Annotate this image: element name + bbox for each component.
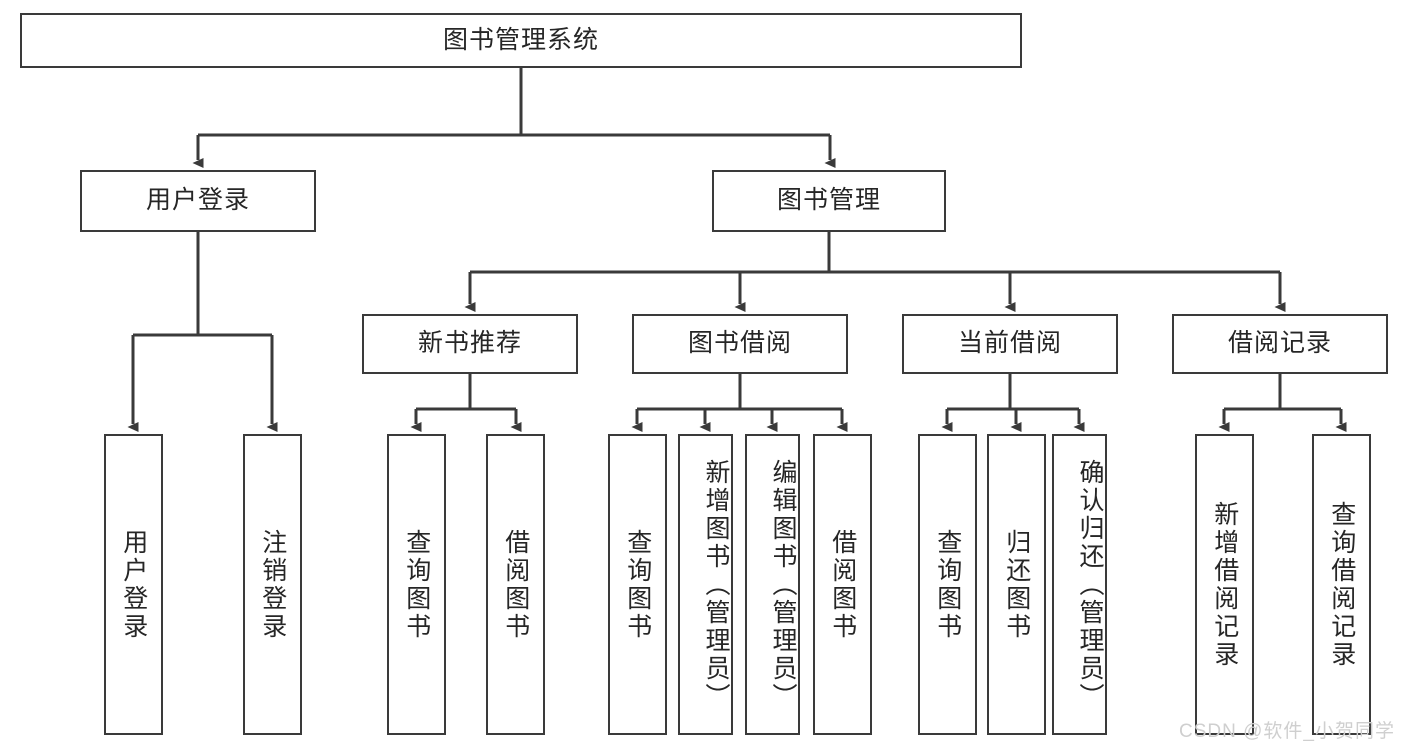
node-book-borrow[interactable]: 图书借阅 <box>632 314 848 374</box>
leaf-query-borrow-record[interactable]: 查询借阅记录 <box>1312 434 1371 735</box>
edge-group-root <box>192 68 836 168</box>
leaf-query-book-current[interactable]: 查询图书 <box>918 434 977 735</box>
edge-group-current-borrow <box>941 374 1085 432</box>
node-root[interactable]: 图书管理系统 <box>20 13 1022 68</box>
edge-group-user-login <box>127 232 278 432</box>
leaf-add-book-label: 新增图书（管理员） <box>702 458 730 711</box>
leaf-query-book-borrow[interactable]: 查询图书 <box>608 434 667 735</box>
node-book-manage[interactable]: 图书管理 <box>712 170 946 232</box>
node-new-book-rec-label: 新书推荐 <box>417 329 522 358</box>
leaf-return-book-label: 归还图书 <box>1002 528 1031 641</box>
edge-group-new-book-rec <box>410 374 522 432</box>
leaf-query-borrow-record-label: 查询借阅记录 <box>1327 500 1356 669</box>
node-book-borrow-label: 图书借阅 <box>687 329 792 358</box>
edge-group-book-manage <box>464 232 1286 312</box>
node-user-login-label: 用户登录 <box>145 186 250 215</box>
leaf-user-login[interactable]: 用户登录 <box>104 434 163 735</box>
leaf-query-book-rec-label: 查询图书 <box>402 528 431 641</box>
node-new-book-rec[interactable]: 新书推荐 <box>362 314 578 374</box>
leaf-return-book[interactable]: 归还图书 <box>987 434 1046 735</box>
leaf-query-book-current-label: 查询图书 <box>933 528 962 641</box>
leaf-confirm-return-label: 确认归还（管理员） <box>1076 458 1104 711</box>
leaf-query-book-borrow-label: 查询图书 <box>623 528 652 641</box>
node-current-borrow[interactable]: 当前借阅 <box>902 314 1118 374</box>
leaf-confirm-return[interactable]: 确认归还（管理员） <box>1052 434 1107 735</box>
leaf-query-book-rec[interactable]: 查询图书 <box>387 434 446 735</box>
node-borrow-record[interactable]: 借阅记录 <box>1172 314 1388 374</box>
leaf-borrow-book-rec[interactable]: 借阅图书 <box>486 434 545 735</box>
leaf-edit-book-label: 编辑图书（管理员） <box>769 458 797 711</box>
node-root-label: 图书管理系统 <box>442 25 599 54</box>
node-user-login[interactable]: 用户登录 <box>80 170 316 232</box>
edge-group-book-borrow <box>631 374 848 432</box>
node-current-borrow-label: 当前借阅 <box>957 329 1062 358</box>
leaf-borrow-book-label: 借阅图书 <box>828 528 857 641</box>
leaf-edit-book[interactable]: 编辑图书（管理员） <box>745 434 800 735</box>
node-book-manage-label: 图书管理 <box>776 186 881 215</box>
leaf-logout-login[interactable]: 注销登录 <box>243 434 302 735</box>
leaf-add-borrow-record[interactable]: 新增借阅记录 <box>1195 434 1254 735</box>
leaf-borrow-book[interactable]: 借阅图书 <box>813 434 872 735</box>
leaf-logout-login-label: 注销登录 <box>258 528 287 641</box>
node-borrow-record-label: 借阅记录 <box>1227 329 1332 358</box>
leaf-user-login-label: 用户登录 <box>119 528 148 641</box>
watermark: CSDN @软件_小贺同学 <box>1179 721 1395 742</box>
leaf-add-book[interactable]: 新增图书（管理员） <box>678 434 733 735</box>
leaf-add-borrow-record-label: 新增借阅记录 <box>1210 500 1239 669</box>
edge-group-borrow-record <box>1218 374 1347 432</box>
leaf-borrow-book-rec-label: 借阅图书 <box>501 528 530 641</box>
